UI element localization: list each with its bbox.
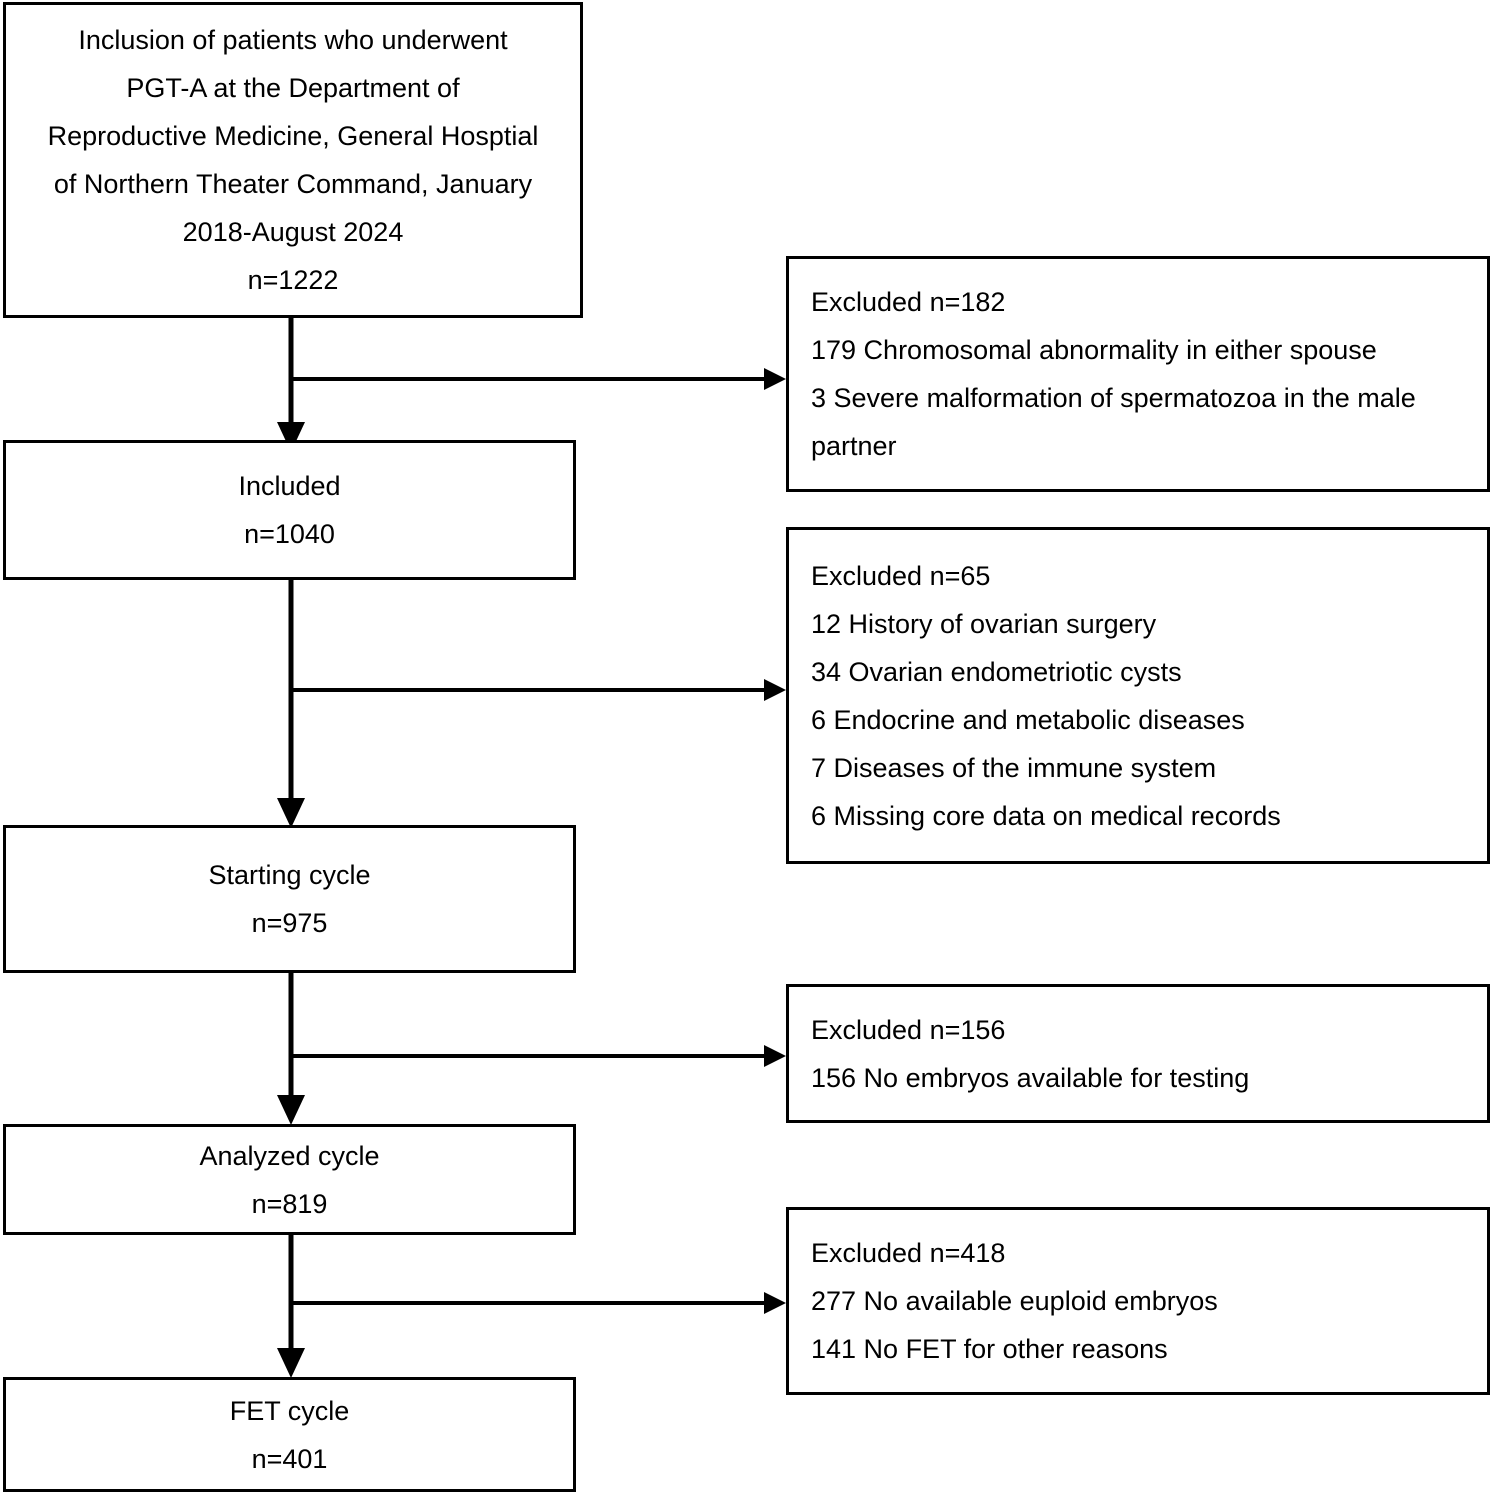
arrow-head-right-2 bbox=[764, 679, 786, 701]
arrow-head-right-4 bbox=[764, 1292, 786, 1314]
node-included-count: n=1040 bbox=[244, 519, 335, 549]
excluded-65-reason-2: 34 Ovarian endometriotic cysts bbox=[811, 656, 1182, 687]
arrow-head-right-1 bbox=[764, 368, 786, 390]
excluded-182-reason-1: 179 Chromosomal abnormality in either sp… bbox=[811, 335, 1377, 365]
excluded-182-heading: Excluded n=182 bbox=[811, 287, 1006, 317]
node-included-label: Included bbox=[238, 471, 341, 501]
excluded-65-reason-4: 7 Diseases of the immune system bbox=[811, 752, 1217, 783]
node-excluded-418: Excluded n=418 277 No available euploid … bbox=[786, 1207, 1490, 1395]
node-inclusion-line-5: 2018-August 2024 bbox=[182, 217, 404, 247]
node-inclusion-line-4: of Northern Theater Command, January bbox=[53, 169, 533, 199]
node-fet-cycle-label: FET cycle bbox=[229, 1395, 350, 1426]
excluded-65-reason-3: 6 Endocrine and metabolic diseases bbox=[811, 704, 1245, 735]
connector-included-to-starting bbox=[277, 580, 786, 828]
arrow-head-down-2 bbox=[277, 798, 305, 828]
node-excluded-156: Excluded n=156 156 No embryos available … bbox=[786, 984, 1490, 1123]
arrow-head-down-3 bbox=[277, 1095, 305, 1125]
excluded-65-reason-5: 6 Missing core data on medical records bbox=[811, 800, 1281, 831]
node-inclusion-line-2: PGT-A at the Department of bbox=[126, 73, 460, 103]
connector-starting-to-analyzed bbox=[277, 973, 786, 1125]
excluded-418-heading: Excluded n=418 bbox=[811, 1238, 1006, 1268]
node-inclusion: Inclusion of patients who underwent PGT-… bbox=[3, 2, 583, 318]
node-fet-cycle-count: n=401 bbox=[251, 1443, 328, 1474]
node-starting-cycle-count: n=975 bbox=[251, 908, 328, 938]
node-analyzed-cycle-label: Analyzed cycle bbox=[199, 1140, 380, 1171]
node-excluded-182: Excluded n=182 179 Chromosomal abnormali… bbox=[786, 256, 1490, 492]
connector-inclusion-to-included bbox=[277, 318, 786, 452]
excluded-418-reason-1: 277 No available euploid embryos bbox=[811, 1286, 1218, 1316]
node-inclusion-count: n=1222 bbox=[247, 265, 339, 295]
node-starting-cycle-label: Starting cycle bbox=[208, 860, 371, 890]
node-starting-cycle: Starting cycle n=975 bbox=[3, 825, 576, 973]
node-included: Included n=1040 bbox=[3, 440, 576, 580]
excluded-156-reason-1: 156 No embryos available for testing bbox=[811, 1062, 1250, 1093]
arrow-head-right-3 bbox=[764, 1045, 786, 1067]
node-fet-cycle: FET cycle n=401 bbox=[3, 1377, 576, 1492]
node-excluded-65: Excluded n=65 12 History of ovarian surg… bbox=[786, 527, 1490, 864]
excluded-182-reason-2: 3 Severe malformation of spermatozoa in … bbox=[811, 383, 1424, 461]
connector-analyzed-to-fet bbox=[277, 1235, 786, 1378]
node-analyzed-cycle: Analyzed cycle n=819 bbox=[3, 1124, 576, 1235]
excluded-65-reason-1: 12 History of ovarian surgery bbox=[811, 608, 1157, 639]
excluded-156-heading: Excluded n=156 bbox=[811, 1014, 1006, 1045]
excluded-65-heading: Excluded n=65 bbox=[811, 560, 991, 591]
node-inclusion-line-3: Reproductive Medicine, General Hosptial bbox=[47, 121, 539, 151]
node-analyzed-cycle-count: n=819 bbox=[251, 1188, 328, 1219]
node-inclusion-line-1: Inclusion of patients who underwent bbox=[78, 25, 508, 55]
excluded-418-reason-2: 141 No FET for other reasons bbox=[811, 1334, 1168, 1364]
arrow-head-down-4 bbox=[277, 1348, 305, 1378]
